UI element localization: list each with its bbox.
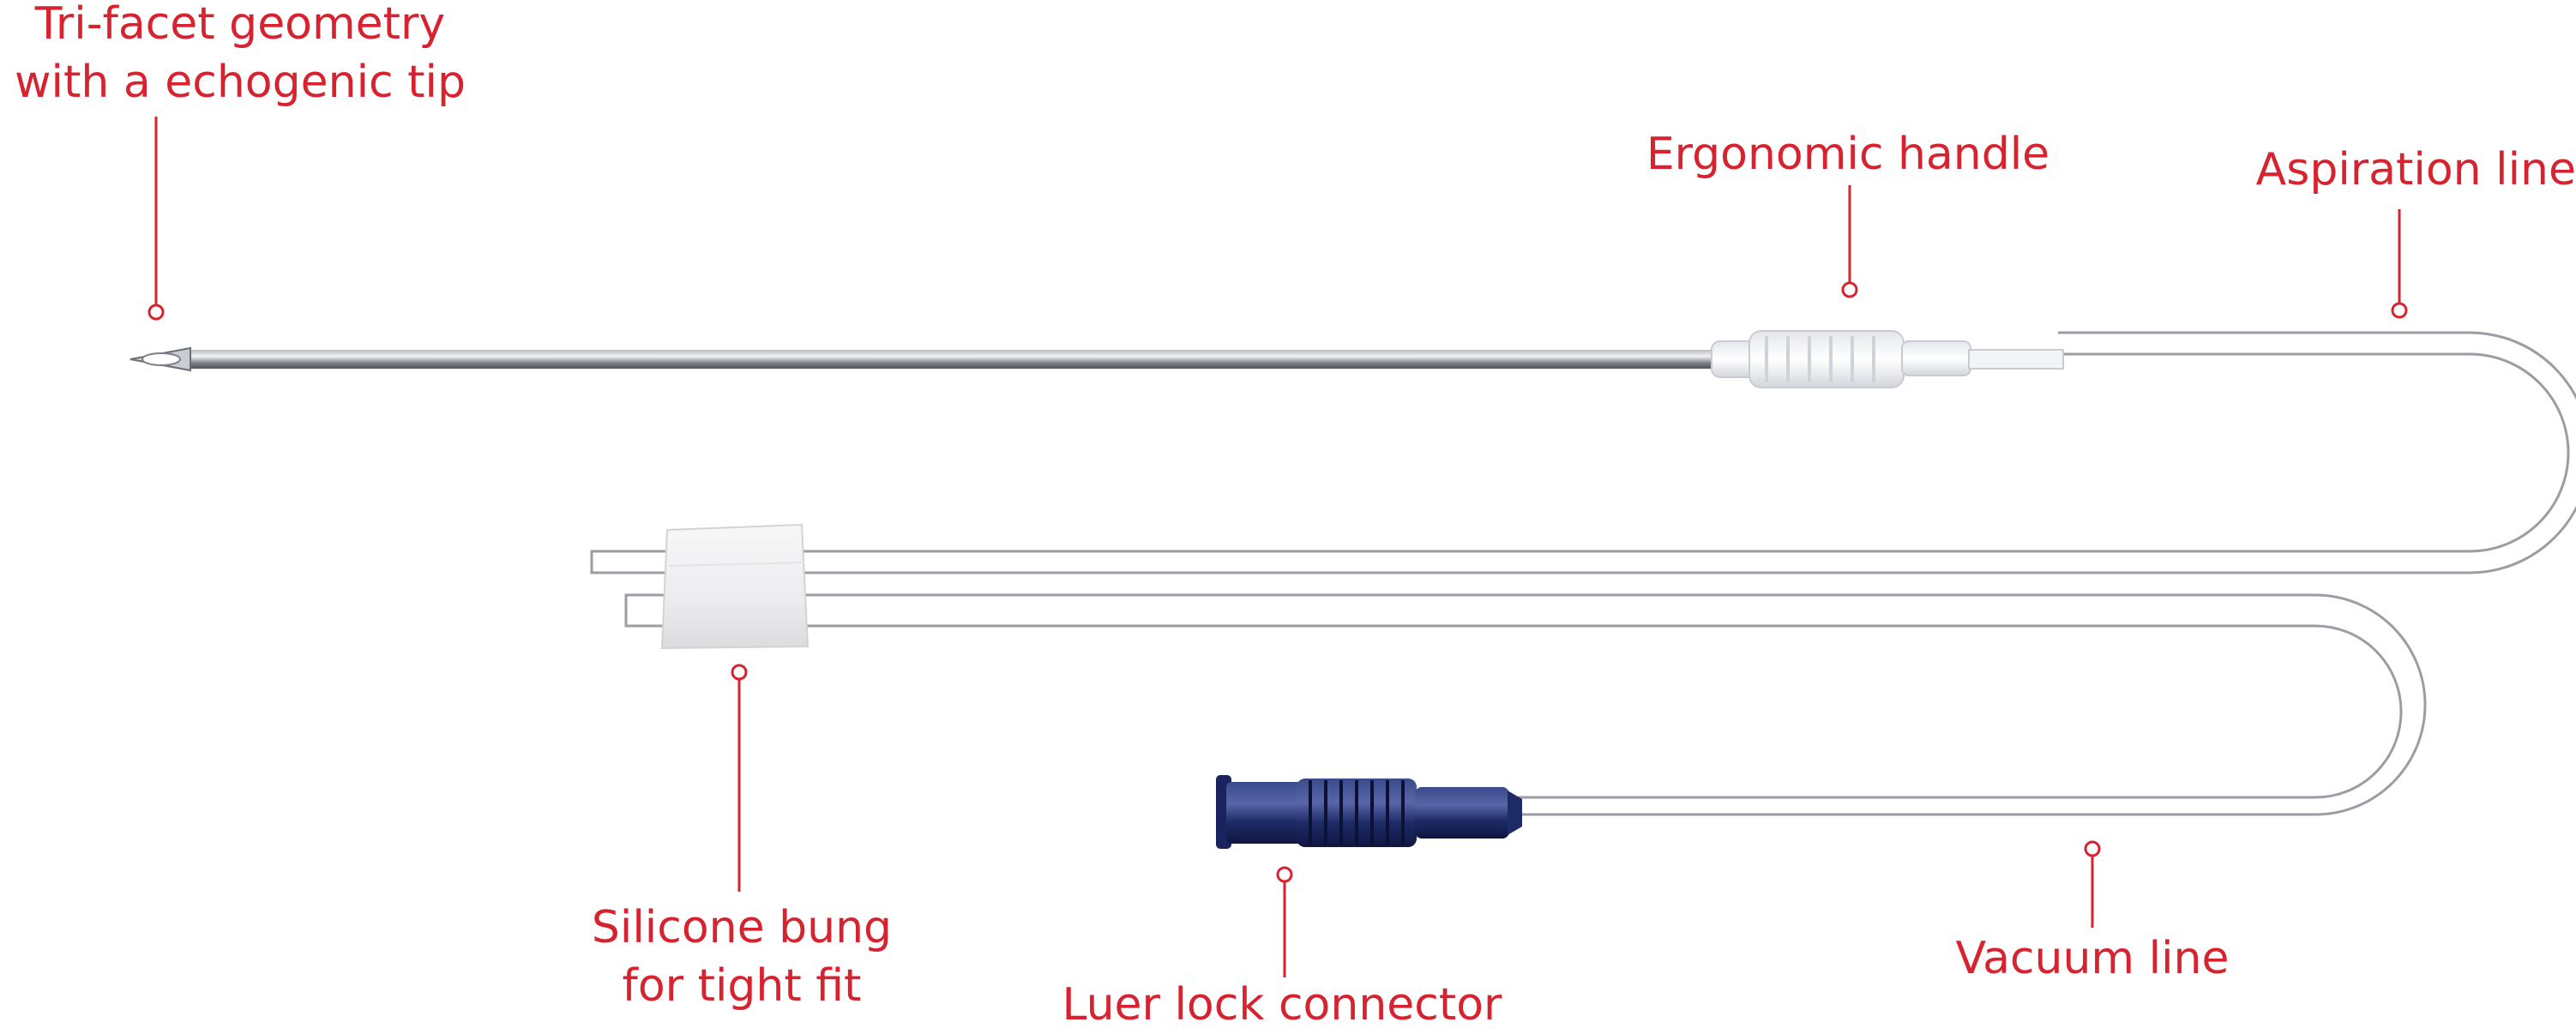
aspiration-callout-dot (2391, 302, 2408, 319)
luer-callout-dot (1276, 866, 1293, 883)
label-luer-lock-connector: Luer lock connector (1062, 979, 1502, 1031)
vacuum-line (624, 593, 2427, 816)
silicone-bung (660, 523, 810, 650)
label-ergonomic-handle: Ergonomic handle (1646, 129, 2050, 180)
label-bung-line2: for tight fit (622, 960, 862, 1012)
tip-callout-dot (147, 304, 165, 321)
bung-callout-dot (731, 664, 748, 681)
label-bung-line1: Silicone bung (591, 902, 893, 953)
callout-dots (147, 281, 2408, 883)
callout-lines (154, 117, 2401, 977)
label-tip-line1: Tri-facet geometry (34, 0, 446, 50)
vacuum-callout-dot (2084, 840, 2101, 857)
label-aspiration-line: Aspiration line (2255, 144, 2576, 195)
label-vacuum-line: Vacuum line (1955, 933, 2230, 984)
needle (129, 346, 1725, 372)
aspiration-line (590, 331, 2576, 574)
luer-lock-connector (1216, 775, 1522, 849)
label-silicone-bung: Silicone bung for tight fit (532, 899, 952, 1015)
ergonomic-handle (1711, 330, 2064, 388)
handle-callout-dot (1841, 281, 1858, 298)
label-tip: Tri-facet geometry with a echogenic tip (0, 0, 480, 111)
label-tip-line2: with a echogenic tip (15, 57, 466, 108)
